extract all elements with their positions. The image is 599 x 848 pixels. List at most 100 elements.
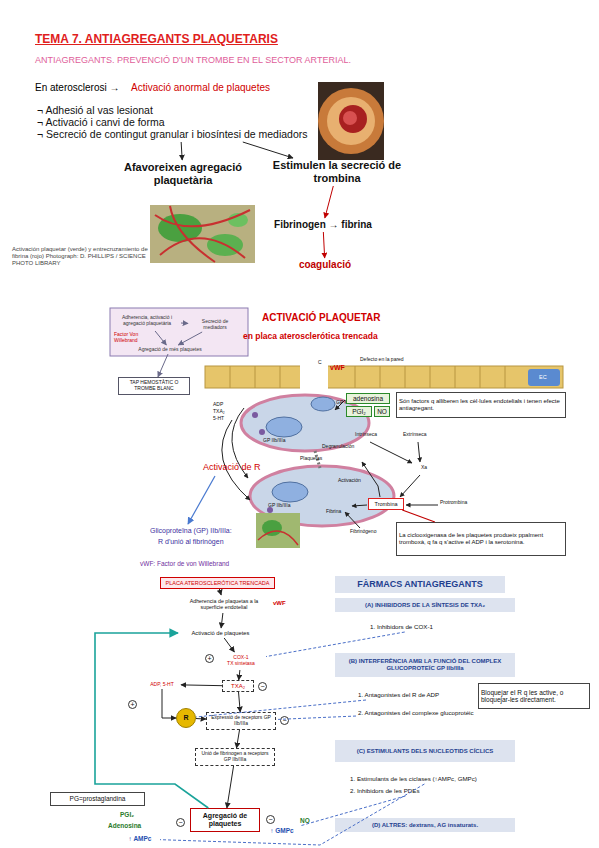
connector-arrow: [95, 633, 208, 808]
pathway-arrow: [418, 442, 420, 462]
node-text: Activació de plaquetes: [180, 630, 261, 637]
text-block: Estimulen la secreció de trombina: [262, 158, 412, 186]
label-text: Degranulación: [322, 444, 354, 450]
artery-photo-frame: [318, 82, 384, 160]
node-text: Unió de fibrinogen a receptors GP IIb/II…: [198, 751, 272, 763]
pathway-arrow: [345, 512, 360, 528]
node-text: Agregació de més plaquetes: [127, 347, 213, 353]
text-block: Factor Von Willebrand: [112, 331, 152, 345]
process-box: PLACA ATEROSCLERÓTICA TRENCADA: [160, 577, 275, 589]
sign-symbol: −: [280, 716, 289, 725]
label-text: Plaquetas: [300, 456, 322, 462]
drug-item: 1. Inhibidors de COX-1: [368, 622, 498, 632]
node-text: Fibrinogen → fibrina: [260, 219, 386, 231]
label-text: R d'unió al fibrinògen: [158, 538, 224, 546]
platelet-blob: [262, 520, 282, 536]
callout-box: Són factors q alliberen les cèl·lules en…: [396, 392, 566, 418]
summary-panel: [110, 308, 248, 356]
gp-receptor: [266, 417, 302, 437]
node-text: Estimulen la secreció de trombina: [264, 159, 410, 184]
label-text: PGI₂: [120, 811, 134, 818]
node-text: ADP, 5-HT: [145, 682, 179, 688]
text-block: Agregació de més plaquetes: [125, 345, 215, 354]
label-text: ACTIVACIÓ PLAQUETAR: [262, 312, 381, 324]
messenger-text: ↑ AMPc: [120, 834, 160, 844]
node-text: Bloquejar el R q les active, o bloquejar…: [481, 689, 587, 704]
node-text: ¬ Secreció de contingut granular i biosí…: [37, 128, 323, 140]
factor-box: NO: [374, 406, 390, 417]
node-text: (D) ALTRES: dextrans, AG insaturats.: [337, 822, 513, 829]
label-text: vWF: Factor de von Willebrand: [140, 560, 229, 567]
connector-arrow: [237, 730, 240, 748]
connector-arrow: [221, 613, 223, 628]
node-text: Expressió de receptors GP IIb/IIIa: [209, 715, 273, 727]
text-block: Adherencia, activació i agregació plaque…: [113, 311, 181, 331]
messenger-text: ↑ GMPc: [262, 826, 302, 836]
node-text: ¬ Activació i canvi de forma: [37, 116, 323, 128]
pathway-arrow: [352, 505, 367, 506]
gp-receptor: [311, 397, 335, 411]
gp-receptor: [272, 482, 308, 502]
heading-box: (A) INHIBIDORS DE LA SÍNTESIS DE TXA₂: [335, 598, 515, 612]
node-text: 2. Antagonistes del complexe glucoprotéi…: [358, 709, 494, 716]
fibrin-strand: [258, 531, 298, 545]
node-text: Factor Von Willebrand: [114, 332, 150, 344]
connector-arrow: [239, 692, 241, 712]
label-text: GP IIb/IIIa: [263, 438, 285, 444]
drug-item: 2. Inhibidors de les PDEs: [348, 786, 498, 796]
pathway-arrow: [370, 442, 412, 463]
sign-symbol: −: [266, 815, 275, 824]
label-text: Fibrinógeno: [350, 529, 376, 535]
label-text: ANTIAGREGANTS. PREVENCIÓ D'UN TROMBE EN …: [35, 55, 351, 65]
label-text: Adenosina: [108, 822, 141, 829]
connector-arrow: [224, 638, 234, 652]
node-text: La ciclooxigenasa de les plaquetes produ…: [399, 532, 563, 546]
connector-arrow: [181, 142, 182, 160]
feedback-arrow: [222, 420, 250, 500]
connector-arrow: [178, 332, 202, 345]
label-text: Activació de R: [203, 462, 261, 472]
connector-arrow: [227, 766, 234, 808]
label-text: Intrínseca: [355, 432, 377, 438]
label-text: EC: [539, 374, 547, 380]
node-text: Secreció de mediadors: [190, 319, 240, 331]
drug-item: 2. Antagonistes del complexe glucoprotéi…: [356, 708, 496, 718]
sign-symbol: −: [176, 818, 185, 827]
label-text: Activación: [338, 478, 361, 484]
drug-item: 1. Antagonistes del R de ADP: [356, 690, 476, 700]
node-text: FÀRMACS ANTIAGREGANTS: [337, 579, 503, 589]
label-text: TXA₂: [213, 409, 225, 415]
node-text: coagulació: [297, 259, 353, 271]
node-text: (B) INTERFERÈNCIA AMB LA FUNCIÓ DEL COMP…: [337, 658, 513, 672]
node-text: Afavoreixen agregació plaquetària: [110, 161, 256, 186]
artery-wall: [318, 88, 384, 154]
label-text: GP IIb/IIIa: [268, 503, 290, 509]
wall-defect: [300, 365, 328, 389]
node-text: Són factors q alliberen les cèl·lules en…: [399, 398, 563, 412]
node-text: PG=prostaglandina: [53, 795, 142, 802]
node-text: TAP HEMOSTÀTIC O TROMBE BLANC: [121, 380, 187, 392]
sign-symbol: −: [258, 682, 267, 691]
node-text: R: [177, 714, 195, 722]
label-text: Protrombina: [440, 500, 467, 506]
platelet-photo: [150, 205, 255, 263]
text-block: Afavoreixen agregació plaquetària: [108, 160, 258, 188]
connector-arrow: [243, 142, 293, 158]
connector-arrow: [162, 689, 176, 718]
plaque-layer: [327, 97, 375, 145]
mediator-text: ADP, 5-HT: [143, 680, 181, 689]
text-block: coagulació: [295, 258, 355, 272]
page-title: TEMA 7. ANTIAGREGANTS PLAQUETARIS: [35, 32, 278, 46]
label-text: NO: [300, 817, 310, 824]
connector-arrow: [219, 589, 221, 595]
bullet-list: ¬ Adhesió al vas lesionat¬ Activació i c…: [35, 102, 325, 142]
granule: [252, 412, 258, 418]
label-text: Activació anormal de plaquetes: [131, 82, 270, 94]
label-text: Glicoproteïna (GP) IIb/IIIa:: [150, 527, 232, 535]
pathway-arrow: [406, 505, 438, 506]
pointer-arrow: [188, 476, 215, 524]
node-text: PLACA ATEROSCLERÓTICA TRENCADA: [163, 580, 272, 586]
node-text: 2. Inhibidors de les PDEs: [350, 787, 496, 794]
callout-box: La ciclooxigenasa de les plaquetes produ…: [396, 522, 566, 556]
